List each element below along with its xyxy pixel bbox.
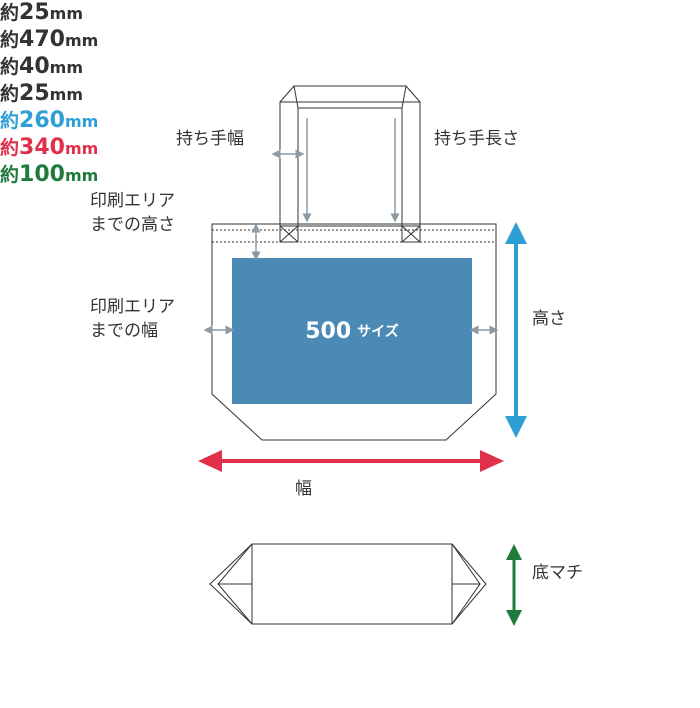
print-side-line1: 印刷エリア [90, 297, 175, 317]
print-side-value: 約25mm [0, 81, 700, 108]
width-prefix: 約 [0, 137, 20, 159]
width-value: 約340mm [0, 135, 700, 162]
print-area-label: 500 サイズ [232, 258, 472, 404]
guide-arrows [203, 118, 499, 335]
print-top-line1: 印刷エリア [90, 191, 175, 211]
gusset-number: 100 [19, 162, 65, 187]
width-number: 340 [19, 135, 65, 160]
print-side-line2: までの幅 [90, 321, 158, 341]
handle-width-value: 約25mm [0, 0, 700, 27]
handle-length-value: 約470mm [0, 27, 700, 54]
handle-width-prefix: 約 [0, 2, 20, 24]
print-top-prefix: 約 [0, 56, 20, 78]
width-arrow [198, 450, 504, 472]
handle-width-label: 持ち手幅 [176, 129, 244, 149]
height-number: 260 [19, 108, 65, 133]
handle-width-number: 25 [19, 0, 50, 25]
gusset-arrow [506, 544, 522, 626]
print-area-number: 500 [305, 318, 352, 344]
print-top-line2: までの高さ [90, 215, 175, 235]
print-area [232, 258, 472, 404]
print-top-value: 約40mm [0, 54, 700, 81]
gusset-bottom-view [209, 543, 487, 625]
print-side-number: 25 [19, 81, 50, 106]
handle-length-prefix: 約 [0, 29, 20, 51]
width-label: 幅 [295, 479, 312, 499]
handle-length-label: 持ち手長さ [434, 129, 519, 149]
print-side-prefix: 約 [0, 83, 20, 105]
gusset-unit: mm [64, 166, 99, 185]
gusset-value: 約100mm [0, 162, 700, 189]
gusset-label: 底マチ [532, 563, 583, 583]
print-area-suffix: サイズ [357, 324, 399, 340]
gusset-prefix: 約 [0, 164, 20, 186]
print-side-unit: mm [49, 85, 83, 104]
width-unit: mm [64, 139, 99, 158]
height-arrow [505, 222, 527, 438]
bag-handle [279, 85, 421, 243]
print-top-number: 40 [19, 54, 50, 79]
print-top-unit: mm [49, 58, 83, 77]
height-label: 高さ [532, 309, 566, 329]
height-prefix: 約 [0, 110, 20, 132]
height-value: 約260mm [0, 108, 700, 135]
handle-length-number: 470 [19, 27, 65, 52]
handle-width-unit: mm [49, 4, 83, 23]
height-unit: mm [64, 112, 99, 131]
bag-body [211, 223, 497, 441]
handle-length-unit: mm [64, 31, 99, 50]
